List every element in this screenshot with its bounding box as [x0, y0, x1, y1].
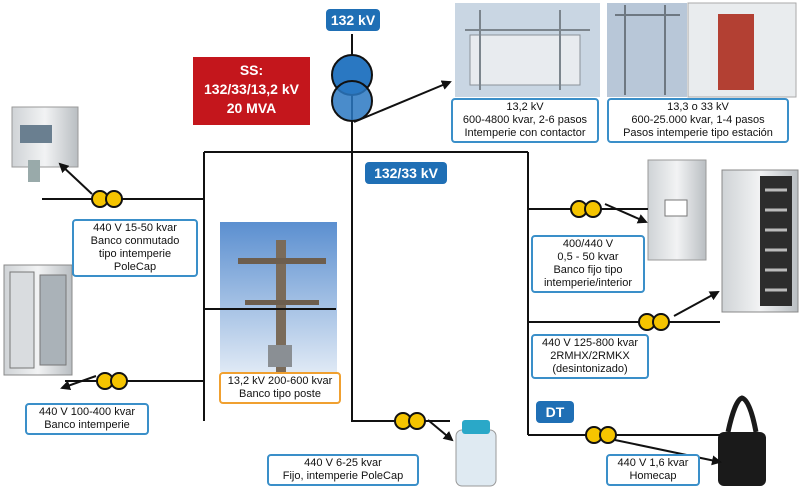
utility-pole-photo [220, 222, 337, 372]
fixed-bank-enclosure-photo [647, 159, 707, 261]
arrow-icon [673, 291, 720, 317]
label-line: tipo intemperie [98, 248, 172, 260]
label-polecap: 440 V 15-50 kvar Banco conmutado tipo in… [72, 219, 198, 277]
enclosure-photo [687, 2, 797, 98]
arrow-icon [614, 439, 722, 466]
label-line: Banco conmutado [90, 235, 180, 247]
label-line: 600-4800 kvar, 2-6 pasos [462, 114, 588, 126]
label-contactor: 13,2 kV 600-4800 kvar, 2-6 pasos Intempe… [451, 98, 599, 143]
label-line: Homecap [629, 470, 677, 482]
arrow-icon [353, 80, 452, 123]
arrow-icon [427, 419, 454, 442]
label-line: 600-25.000 kvar, 1-4 pasos [631, 114, 765, 126]
label-banco-intemperie: 440 V 100-400 kvar Banco intemperie [25, 403, 149, 435]
label-line: PoleCap [113, 261, 157, 273]
label-rmhx: 440 V 125-800 kvar 2RMHX/2RMKX (desinton… [531, 334, 649, 379]
label-line: 440 V 15-50 kvar [93, 222, 177, 234]
label-line: 440 V 125-800 kvar [541, 337, 638, 349]
rmhx-cabinet-photo [721, 169, 799, 313]
label-line: Banco fijo tipo [553, 264, 623, 276]
capacitor-bank-cabinet-photo [3, 264, 73, 376]
label-line: 13,3 o 33 kV [667, 101, 729, 113]
main-transformer-symbol [331, 54, 373, 122]
label-poste: 13,2 kV 200-600 kvar Banco tipo poste [219, 372, 341, 404]
hv-voltage-badge: 132 kV [326, 9, 380, 31]
capacitor-can-photo [455, 420, 497, 487]
label-estacion: 13,3 o 33 kV 600-25.000 kvar, 1-4 pasos … [607, 98, 789, 143]
label-line: intemperie/interior [543, 277, 633, 289]
ss-line-1: SS: [239, 62, 264, 78]
arrow-icon [58, 162, 93, 195]
label-line: 440 V 6-25 kvar [304, 457, 382, 469]
label-line: Fijo, intemperie PoleCap [282, 470, 404, 482]
homecap-photo [718, 395, 766, 486]
dt-badge: DT [536, 401, 574, 423]
label-fijo-interior: 400/440 V 0,5 - 50 kvar Banco fijo tipo … [531, 235, 645, 293]
label-fijo-polecap: 440 V 6-25 kvar Fijo, intemperie PoleCap [267, 454, 419, 486]
label-line: Intemperie con contactor [464, 127, 586, 139]
label-line: Banco intemperie [44, 419, 130, 431]
substation-photo-2 [607, 3, 687, 97]
label-line: 0,5 - 50 kvar [557, 251, 619, 263]
label-line: (desintonizado) [552, 363, 628, 375]
label-line: Banco tipo poste [239, 388, 321, 400]
bus-voltage-badge: 132/33 kV [365, 162, 447, 184]
substation-box: SS: 132/33/13,2 kV 20 MVA [193, 57, 310, 125]
arrow-icon [60, 375, 97, 391]
label-homecap: 440 V 1,6 kvar Homecap [606, 454, 700, 486]
label-line: 13,2 kV [506, 101, 544, 113]
label-line: 13,2 kV 200-600 kvar [227, 375, 333, 387]
arrow-icon [604, 203, 648, 224]
arrows [58, 80, 722, 466]
label-line: 440 V 1,6 kvar [617, 457, 689, 469]
ss-line-2: 132/33/13,2 kV [204, 81, 299, 97]
label-line: 2RMHX/2RMKX [550, 350, 630, 362]
label-line: 400/440 V [562, 238, 614, 250]
capacitor-controller-photo [11, 106, 79, 182]
small-transformer-symbols [91, 190, 670, 444]
ss-line-3: 20 MVA [226, 100, 277, 116]
label-line: 440 V 100-400 kvar [38, 406, 135, 418]
label-line: Pasos intemperie tipo estación [623, 127, 773, 139]
substation-photo-1 [455, 3, 600, 97]
